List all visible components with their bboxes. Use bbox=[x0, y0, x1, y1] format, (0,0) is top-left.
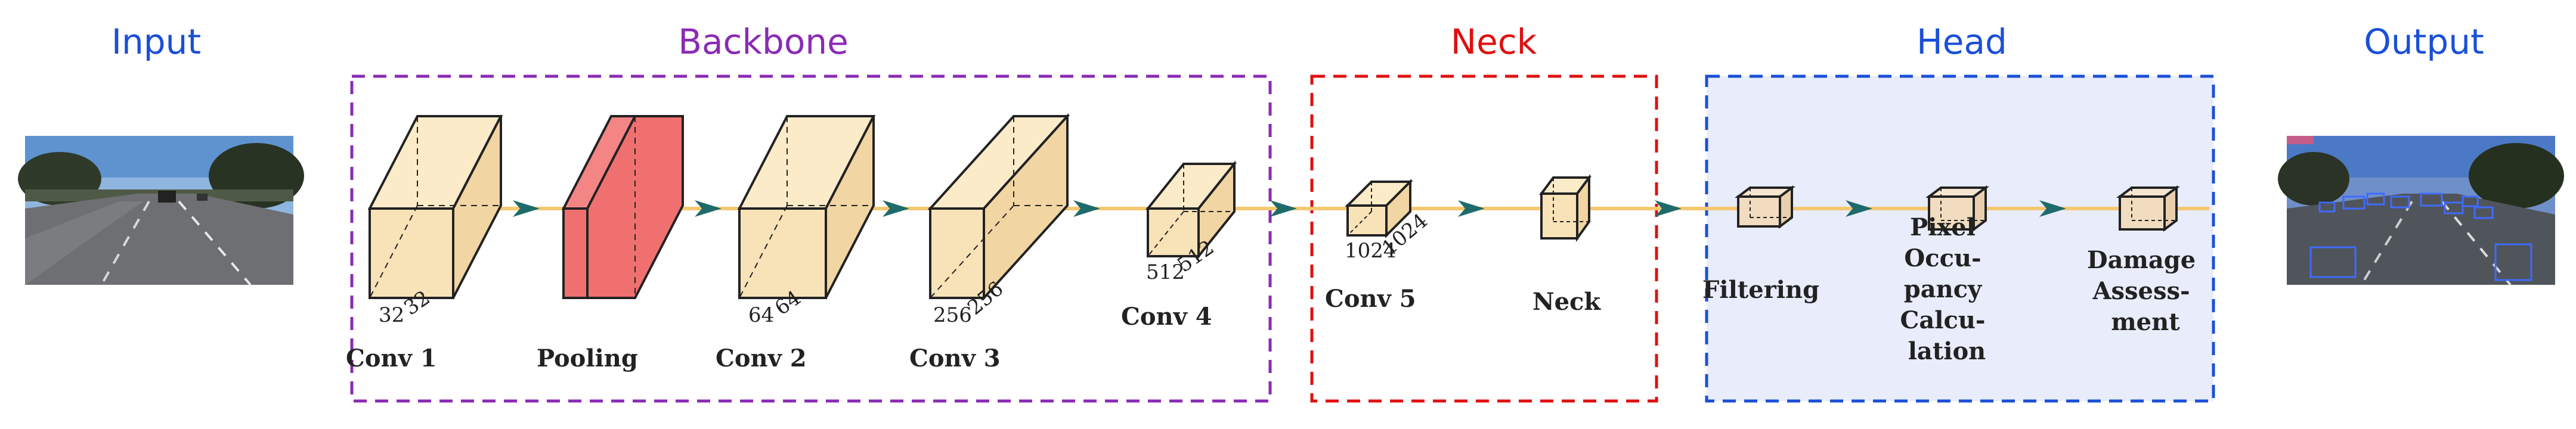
conv2-label: Conv 2 bbox=[716, 344, 807, 372]
pixel-occupancy-label: Pixel Occu- pancy Calcu- lation bbox=[1900, 213, 1994, 365]
arrow-3 bbox=[883, 200, 909, 217]
arrow-6 bbox=[1458, 200, 1485, 217]
conv3-block bbox=[927, 113, 1070, 301]
backbone-title: Backbone bbox=[678, 21, 849, 62]
output-image bbox=[2278, 136, 2564, 286]
pixel-occupancy-block bbox=[1925, 185, 1989, 232]
neck-block bbox=[1539, 173, 1592, 243]
pixel-label-line-5: lation bbox=[1908, 337, 1986, 365]
damage-label-line-3: ment bbox=[2111, 308, 2180, 336]
head-title: Head bbox=[1916, 21, 2007, 62]
pooling-block bbox=[561, 115, 684, 299]
pixel-label-line-1: Pixel bbox=[1910, 213, 1976, 241]
input-title: Input bbox=[112, 21, 201, 62]
head-background bbox=[1707, 76, 2213, 401]
input-image bbox=[18, 136, 304, 286]
conv3-label: Conv 3 bbox=[909, 344, 1001, 372]
pixel-label-line-4: Calcu- bbox=[1900, 306, 1986, 334]
damage-assessment-label: Damage Assess- ment bbox=[2087, 246, 2204, 336]
conv1-label: Conv 1 bbox=[346, 344, 437, 372]
conv5-dim-a: 1024 bbox=[1345, 239, 1397, 263]
conv2-dim-a: 64 bbox=[748, 303, 774, 327]
conv1-block bbox=[367, 115, 503, 299]
conv2-block bbox=[737, 115, 876, 299]
arrow-1 bbox=[513, 200, 540, 217]
conv3-dim-a: 256 bbox=[933, 303, 972, 327]
neck-label: Neck bbox=[1532, 288, 1601, 316]
arrow-8 bbox=[1846, 200, 1872, 217]
arrow-7 bbox=[1655, 200, 1682, 217]
pixel-label-line-3: pancy bbox=[1904, 275, 1983, 303]
damage-label-line-1: Damage bbox=[2087, 246, 2196, 274]
conv5-block bbox=[1345, 179, 1413, 238]
arrow-9 bbox=[2039, 200, 2066, 217]
neck-box bbox=[1310, 74, 1658, 403]
pooling-label: Pooling bbox=[537, 344, 638, 372]
head-box bbox=[1705, 74, 2215, 403]
damage-assessment-block bbox=[2116, 185, 2180, 232]
arrow-5 bbox=[1270, 200, 1297, 217]
damage-label-line-2: Assess- bbox=[2092, 277, 2190, 305]
conv4-label: Conv 4 bbox=[1121, 303, 1212, 331]
pixel-label-line-2: Occu- bbox=[1904, 244, 1981, 272]
conv4-block bbox=[1145, 160, 1237, 260]
neck-title: Neck bbox=[1451, 21, 1537, 62]
backbone-box bbox=[350, 74, 1272, 403]
conv4-dim-a: 512 bbox=[1146, 260, 1185, 284]
filtering-block bbox=[1735, 185, 1795, 229]
conv5-label: Conv 5 bbox=[1325, 285, 1416, 313]
arrow-4 bbox=[1073, 200, 1100, 217]
output-title: Output bbox=[2364, 21, 2484, 62]
flow-arrows bbox=[513, 200, 2066, 217]
arrow-2 bbox=[695, 200, 722, 217]
conv1-dim-a: 32 bbox=[379, 303, 404, 327]
filtering-label: Filtering bbox=[1702, 276, 1819, 304]
